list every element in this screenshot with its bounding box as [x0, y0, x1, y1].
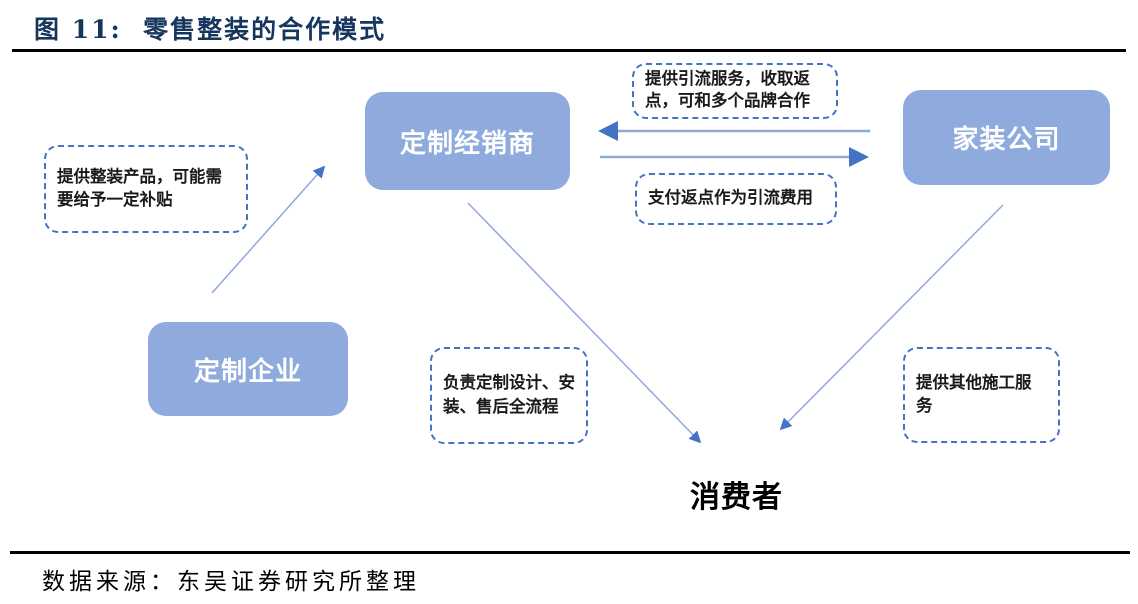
note-traffic-service-text: 提供引流服务，收取返点，可和多个品牌合作 — [645, 70, 810, 110]
footer-divider-rule — [10, 551, 1130, 554]
note-full-process-text: 负责定制设计、安装、售后全流程 — [443, 374, 575, 416]
figure-title: 图 11: 零售整装的合作模式 — [34, 15, 387, 44]
title-divider-rule — [12, 49, 1126, 52]
node-custom-enterprise: 定制企业 — [148, 322, 348, 416]
note-other-construction: 提供其他施工服务 — [903, 347, 1060, 443]
note-pay-rebate: 支付返点作为引流费用 — [635, 173, 837, 225]
node-custom-dealer-label: 定制经销商 — [399, 127, 535, 158]
note-other-construction-text: 提供其他施工服务 — [916, 373, 1032, 415]
node-custom-dealer: 定制经销商 — [365, 92, 570, 190]
note-traffic-service: 提供引流服务，收取返点，可和多个品牌合作 — [632, 63, 838, 119]
note-provide-products: 提供整装产品，可能需要给予一定补贴 — [44, 145, 248, 233]
node-home-decoration-company-label: 家装公司 — [952, 124, 1061, 154]
note-full-process: 负责定制设计、安装、售后全流程 — [430, 347, 588, 444]
node-home-decoration-company: 家装公司 — [903, 90, 1110, 185]
note-provide-products-text: 提供整装产品，可能需要给予一定补贴 — [57, 167, 222, 209]
consumer-label: 消费者 — [690, 481, 783, 514]
data-source-line: 数据来源：东吴证券研究所整理 — [42, 569, 420, 595]
note-pay-rebate-text: 支付返点作为引流费用 — [648, 189, 813, 208]
node-custom-enterprise-label: 定制企业 — [193, 355, 302, 386]
